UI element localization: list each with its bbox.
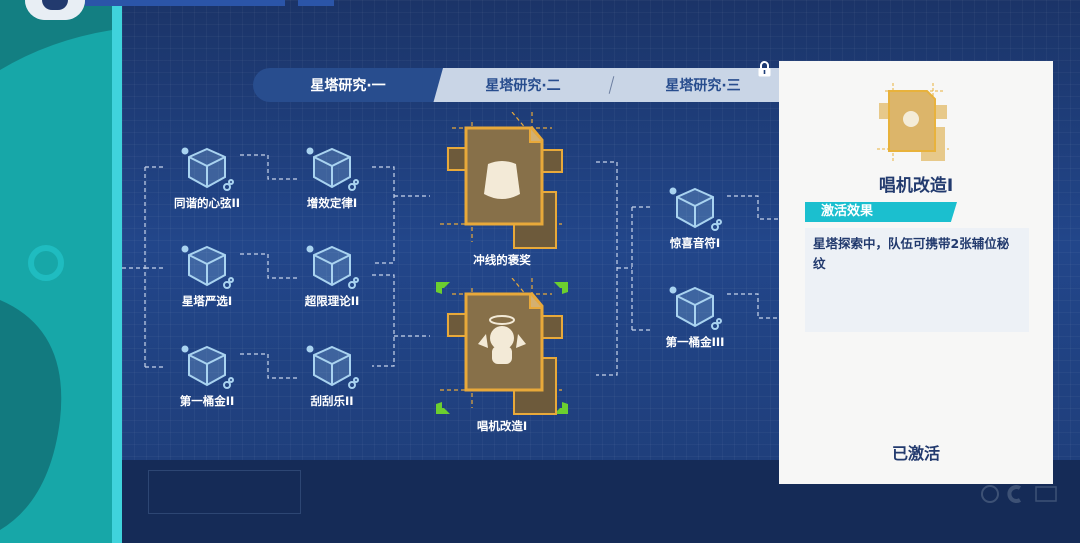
node-label: 第一桶金II (179, 394, 235, 408)
tab-label: 星塔研究·一 (310, 78, 386, 94)
tab-research-2[interactable]: 星塔研究·二 (443, 68, 603, 102)
selection-corner-icon (436, 282, 568, 414)
tab-background (430, 68, 780, 102)
tab-research-3[interactable]: 星塔研究·三 (623, 68, 783, 102)
angel-icon (478, 315, 526, 364)
lock-icon (758, 61, 771, 77)
tree-node[interactable]: 刮刮乐II (277, 343, 387, 409)
activated-status: 已激活 (891, 444, 940, 463)
cube-icon (669, 187, 722, 231)
watermark-icons (981, 485, 1057, 503)
cube-icon (306, 245, 359, 289)
card-label: 唱机改造I (476, 419, 528, 433)
cube-icon (181, 245, 234, 289)
back-button-center (42, 0, 68, 10)
gold-card-icon (436, 278, 568, 415)
bag-icon (484, 161, 520, 199)
ring-icon (28, 245, 64, 281)
node-label: 增效定律I (306, 196, 358, 210)
tree-node[interactable]: 星塔严选I (152, 243, 262, 309)
card-label: 冲线的褒奖 (473, 253, 531, 267)
research-tabs: 星塔研究·一 星塔研究·二 星塔研究·三 (253, 68, 780, 102)
detail-panel: 唱机改造I 激活效果 星塔探索中，队伍可携带2张辅位秘纹 已激活 (779, 61, 1053, 484)
angel-icon (903, 111, 919, 127)
wave-decoration (0, 30, 112, 543)
watermark-logo (148, 470, 301, 514)
tab-label: 星塔研究·二 (485, 78, 561, 94)
top-bar-button[interactable] (298, 0, 334, 6)
research-card-selected[interactable]: 唱机改造I (432, 278, 572, 434)
tree-node[interactable]: 第一桶金III (640, 284, 750, 350)
cube-icon (306, 345, 359, 389)
node-label: 刮刮乐II (310, 394, 354, 408)
section-header: 激活效果 (805, 202, 957, 222)
cube-icon (181, 345, 234, 389)
card-preview-icon (877, 83, 949, 163)
effect-description: 星塔探索中，队伍可携带2张辅位秘纹 (805, 228, 1029, 332)
cube-icon (669, 286, 722, 330)
node-label: 星塔严选I (181, 294, 233, 308)
left-sidebar-decoration (0, 0, 112, 543)
detail-title: 唱机改造I (878, 176, 954, 196)
node-label: 超限理论II (304, 294, 360, 308)
tab-label: 星塔研究·三 (665, 78, 741, 94)
node-label: 同谐的心弦II (173, 196, 241, 210)
tab-research-1[interactable]: 星塔研究·一 (253, 68, 443, 102)
tree-node[interactable]: 增效定律I (277, 145, 387, 211)
cube-icon (181, 147, 234, 191)
tree-node[interactable]: 惊喜音符I (640, 185, 750, 251)
node-label: 惊喜音符I (669, 236, 721, 250)
tree-node[interactable]: 第一桶金II (152, 343, 262, 409)
top-bar (85, 0, 285, 6)
sidebar-stripe (112, 0, 122, 543)
back-button[interactable] (25, 0, 85, 20)
node-label: 第一桶金III (665, 335, 725, 349)
tree-node[interactable]: 同谐的心弦II (152, 145, 262, 211)
tree-node[interactable]: 超限理论II (277, 243, 387, 309)
research-card[interactable]: 冲线的褒奖 (432, 112, 572, 268)
gold-card-icon (440, 112, 563, 249)
cube-icon (306, 147, 359, 191)
